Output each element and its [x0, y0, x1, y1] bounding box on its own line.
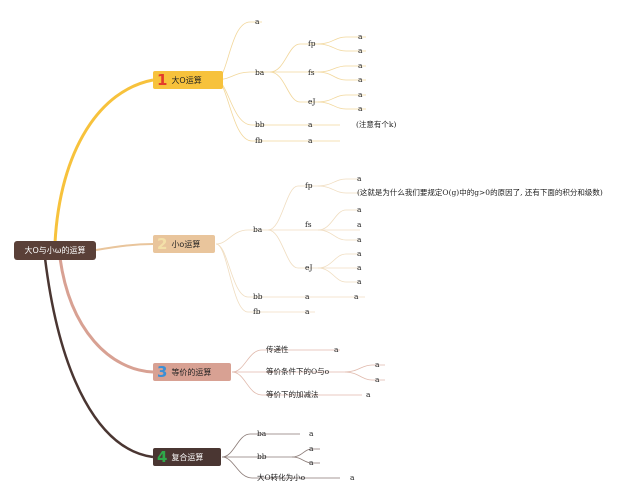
- branch-4-node[interactable]: 4 复合运算: [153, 448, 221, 466]
- b2-fp: fp: [305, 181, 313, 190]
- branch-2-node[interactable]: 2 小o运算: [153, 235, 215, 253]
- branch-3-node[interactable]: 3 等价的运算: [153, 363, 231, 381]
- root-node[interactable]: 大O与小ω的运算: [14, 241, 96, 260]
- b1-bb: bb: [255, 120, 265, 129]
- b1-fp-a2: a: [358, 46, 363, 55]
- b2-fp-a1: a: [357, 174, 362, 183]
- branch-3-number: 3: [157, 362, 168, 381]
- b4-item3-a: a: [350, 473, 355, 482]
- b1-note: (注意有个k): [356, 120, 397, 129]
- b3-item1-a: a: [334, 345, 339, 354]
- b1-fp: fp: [308, 39, 316, 48]
- connector-root-b3: [58, 257, 154, 374]
- b3-item2-a1: a: [375, 360, 380, 369]
- connector-root-b4: [43, 257, 154, 459]
- root-label: 大O与小ω的运算: [24, 246, 86, 255]
- b4-bb-a2: a: [309, 458, 314, 467]
- branch-2-label: 小o运算: [171, 239, 201, 249]
- connector-root-b1: [53, 78, 154, 244]
- b1-fs: fs: [308, 68, 315, 77]
- b2-fs: fs: [305, 220, 312, 229]
- branch-1-number: 1: [157, 70, 168, 89]
- b3-item3-a: a: [366, 390, 371, 399]
- b1-fb: fb: [255, 136, 263, 145]
- branch-1-node[interactable]: 1 大O运算: [153, 71, 223, 89]
- b4-bb: bb: [257, 452, 267, 461]
- b4-ba: ba: [257, 429, 267, 438]
- b2-bb-a2: a: [354, 292, 359, 301]
- branch-4-number: 4: [157, 447, 168, 466]
- b2-fs-a3: a: [357, 235, 362, 244]
- b1-fs-a1: a: [358, 61, 363, 70]
- b1-ba: ba: [255, 68, 265, 77]
- b4-bb-a1: a: [309, 444, 314, 453]
- b2-ba: ba: [253, 225, 263, 234]
- b2-fb-a: a: [305, 307, 310, 316]
- b1-eJ-a1: a: [358, 90, 363, 99]
- b3-item2-a2: a: [375, 375, 380, 384]
- branch-3-label: 等价的运算: [171, 367, 212, 377]
- b2-eJ-a3: a: [357, 277, 362, 286]
- b4-item3: 大O转化为小o: [257, 473, 306, 482]
- b2-fb: fb: [253, 307, 261, 316]
- b1-eJ: eJ: [308, 97, 316, 106]
- b3-item2: 等价条件下的O与o: [266, 367, 330, 376]
- b2-fs-a1: a: [357, 205, 362, 214]
- b2-eJ-a1: a: [357, 249, 362, 258]
- b1-fs-a2: a: [358, 75, 363, 84]
- b1-a-top: a: [255, 17, 260, 26]
- b2-bb-a1: a: [305, 292, 310, 301]
- b2-bb: bb: [253, 292, 263, 301]
- b4-ba-a: a: [309, 429, 314, 438]
- b1-fp-a1: a: [358, 32, 363, 41]
- b1-fb-a: a: [308, 136, 313, 145]
- b2-eJ: eJ: [305, 263, 313, 272]
- b2-fs-a2: a: [357, 220, 362, 229]
- b2-note: (这就是为什么我们要规定O(g)中的g>0的原因了, 还有下面的积分和级数): [357, 188, 603, 197]
- branch-2-number: 2: [157, 234, 168, 253]
- branch-4-label: 复合运算: [171, 452, 204, 462]
- connector-root-b2: [95, 243, 154, 251]
- b1-eJ-a2: a: [358, 104, 363, 113]
- b3-item3: 等价下的加减法: [266, 390, 319, 399]
- b2-eJ-a2: a: [357, 263, 362, 272]
- branch-1-label: 大O运算: [171, 75, 202, 85]
- b1-bb-a: a: [308, 120, 313, 129]
- b3-item1: 传递性: [266, 345, 289, 354]
